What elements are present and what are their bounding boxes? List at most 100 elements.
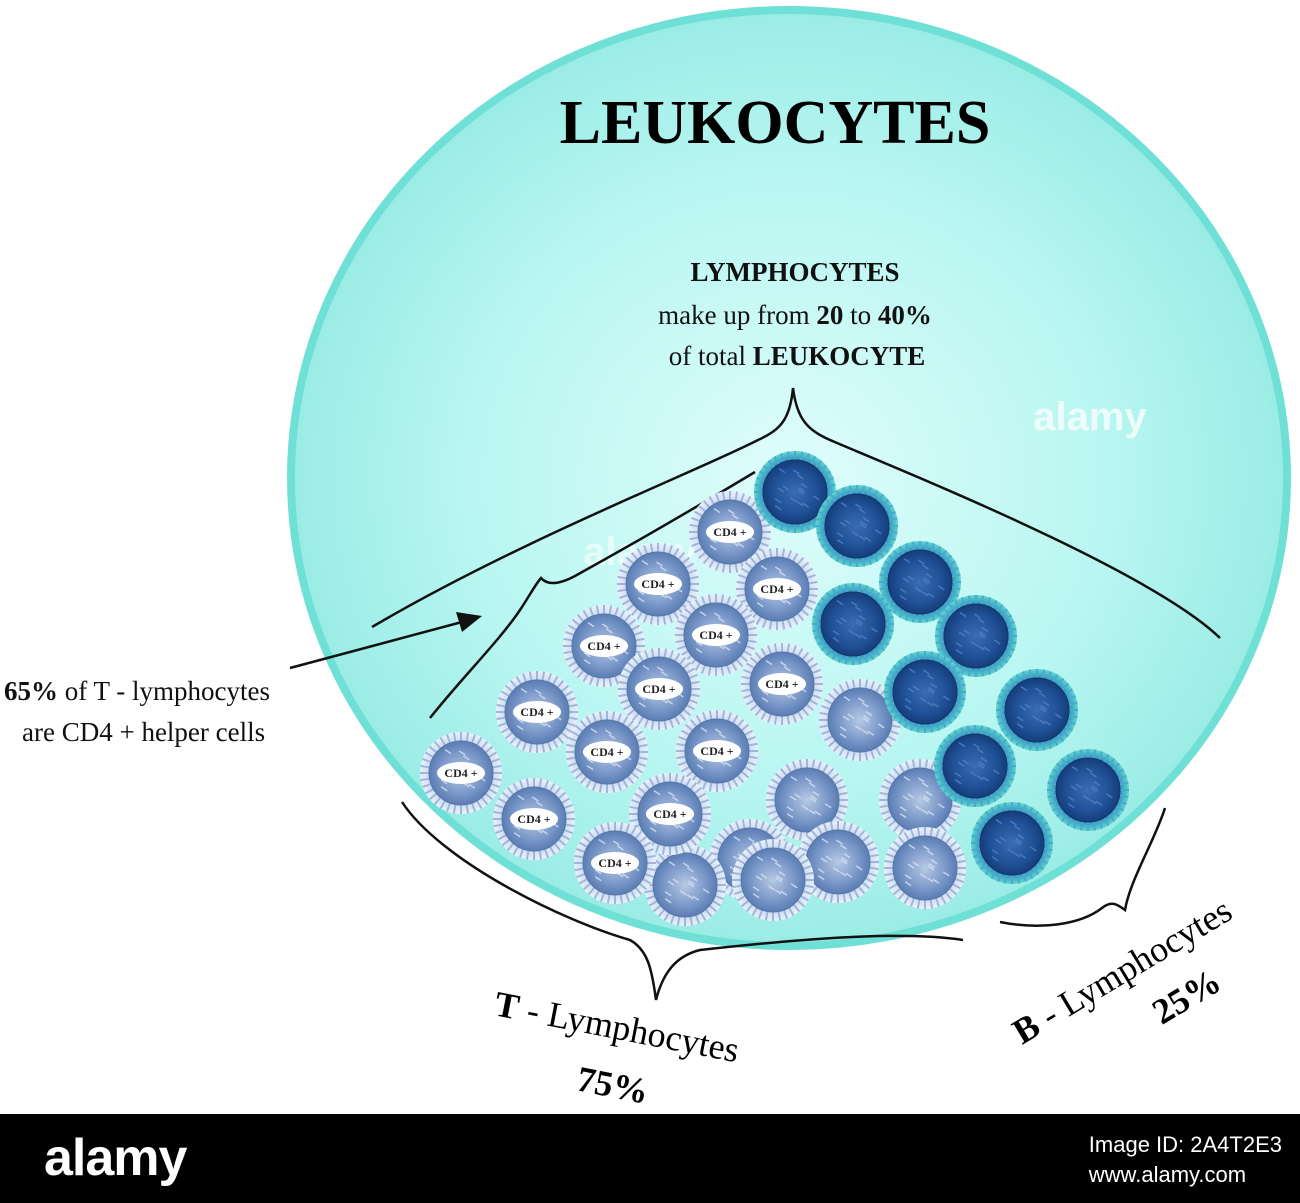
cell-spike: [788, 907, 795, 917]
cell-spike: [424, 751, 434, 758]
cell-spike: [760, 711, 767, 721]
cell-spike: [792, 552, 799, 562]
cell-spike: [680, 729, 690, 736]
cell-texture: [1044, 720, 1052, 726]
cell-spike: [626, 661, 636, 670]
cell-texture: [535, 801, 543, 807]
cell-spike: [872, 591, 881, 601]
cell-spike: [557, 838, 567, 847]
cell-spike: [691, 542, 701, 547]
cell-texture: [664, 891, 672, 897]
cell-spike: [707, 594, 712, 604]
cell-spike: [1047, 781, 1057, 786]
cell-spike: [509, 735, 518, 745]
cell-spike: [857, 829, 866, 839]
cell-spike: [674, 773, 679, 783]
cell-spike: [565, 656, 575, 661]
cell-spike: [600, 892, 605, 902]
cell-texture: [1015, 838, 1023, 844]
cell-spike: [883, 815, 893, 822]
cell-spike: [689, 718, 698, 728]
cell-spike: [522, 673, 527, 683]
cell-spike: [685, 841, 692, 851]
cell-spike: [880, 639, 890, 646]
cd4-t-cell: CD4 +: [617, 543, 699, 625]
cell-spike: [614, 607, 619, 617]
cell-spike: [732, 714, 739, 724]
cell-spike: [563, 804, 573, 809]
cell-spike: [644, 873, 654, 878]
cell-spike: [808, 593, 818, 598]
cell-spike: [805, 656, 815, 665]
cell-spike: [630, 607, 639, 617]
t-lymphocyte-cell: [884, 827, 966, 909]
cell-spike: [566, 697, 576, 702]
cell-spike: [817, 761, 822, 771]
cell-spike: [898, 545, 905, 555]
cell-spike: [689, 588, 699, 593]
cell-spike: [1066, 720, 1076, 725]
cell-spike: [952, 670, 962, 677]
cell-texture: [854, 606, 862, 612]
cell-spike: [704, 908, 713, 918]
cell-spike: [888, 883, 898, 890]
cell-spike: [630, 771, 640, 780]
cell-texture: [583, 659, 591, 665]
cell-spike: [422, 758, 432, 763]
cd4-label: CD4 +: [653, 807, 686, 821]
cell-spike: [960, 795, 965, 805]
cell-spike: [501, 838, 511, 847]
cell-spike: [744, 766, 754, 773]
cell-spike: [971, 847, 981, 852]
cell-texture: [839, 733, 847, 739]
cell-spike: [756, 502, 766, 507]
cell-spike: [637, 716, 644, 726]
cell-spike: [552, 739, 559, 749]
cell-spike: [582, 673, 589, 683]
cell-texture: [862, 517, 870, 523]
cd4-label-bg: [706, 521, 754, 543]
cell-spike: [736, 858, 746, 865]
cell-spike: [452, 804, 457, 814]
cell-spike: [634, 767, 644, 774]
cd4-t-cell: CD4 +: [574, 822, 656, 904]
cell-texture: [1042, 701, 1050, 707]
cell-spike: [823, 698, 833, 705]
cell-spike: [1060, 813, 1069, 823]
cell-texture: [611, 656, 619, 662]
cell-spike: [701, 664, 706, 674]
cell-spike: [865, 877, 875, 884]
cell-spike: [744, 729, 754, 736]
cell-spike: [439, 736, 446, 746]
cell-spike: [743, 613, 753, 620]
cell-spike: [754, 707, 763, 717]
cell-spike: [884, 872, 894, 877]
cell-spike: [813, 675, 823, 680]
cell-spike: [997, 872, 1002, 882]
cell-spike: [728, 823, 735, 833]
cell-texture: [840, 502, 848, 508]
cell-spike: [949, 567, 959, 572]
cell-spike: [966, 725, 971, 735]
cell-spike: [625, 603, 635, 612]
cell-spike: [952, 883, 962, 890]
cell-spike: [471, 734, 476, 744]
cell-spike: [637, 652, 644, 662]
cell-texture: [1019, 853, 1027, 859]
cell-spike: [662, 615, 667, 625]
cell-spike: [576, 613, 585, 623]
cell-texture: [598, 839, 606, 845]
cell-spike: [751, 843, 758, 853]
cell-spike: [701, 805, 711, 810]
cell-texture: [1040, 705, 1048, 711]
cell-spike: [864, 679, 869, 689]
cell-spike: [685, 777, 692, 787]
cell-spike: [1066, 753, 1073, 763]
cell-texture: [713, 612, 721, 618]
cell-texture: [912, 861, 920, 867]
cell-spike: [695, 714, 702, 724]
cell-spike: [844, 583, 849, 593]
cell-spike: [1060, 729, 1070, 738]
cell-spike: [816, 517, 826, 522]
cell-spike: [911, 541, 916, 551]
